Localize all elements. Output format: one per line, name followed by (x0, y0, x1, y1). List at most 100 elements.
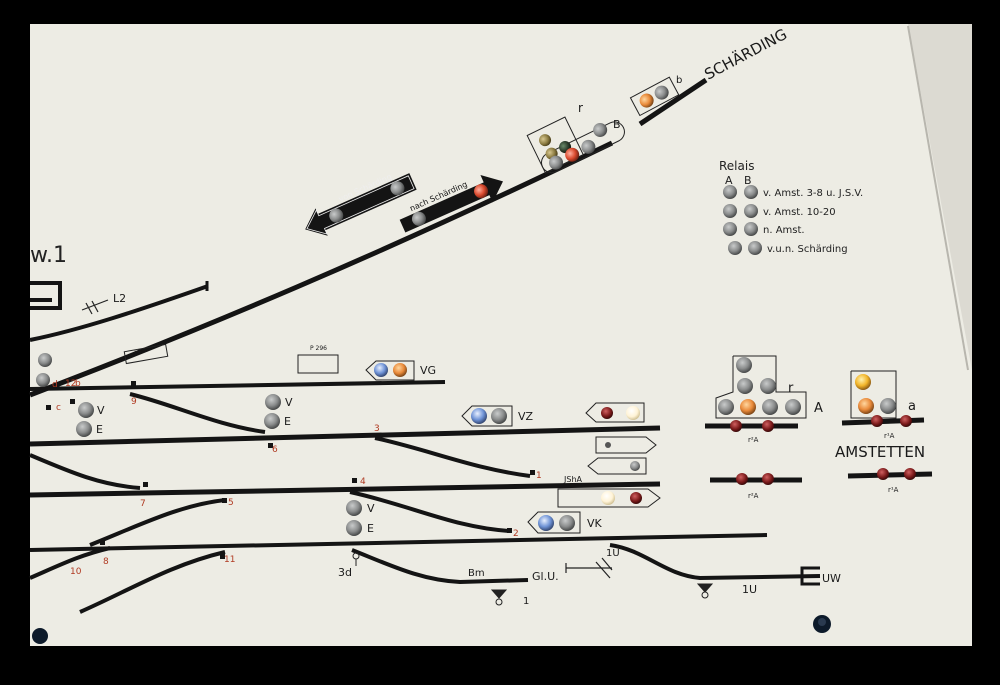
signal-a-lamp-low-3[interactable] (762, 399, 778, 415)
signal-ve-3-v: V (367, 502, 375, 515)
svg-text:9: 9 (131, 397, 137, 407)
signal-b-lamp-1[interactable] (547, 153, 566, 172)
route-plate-3[interactable] (587, 457, 647, 475)
l2-signal-symbol (81, 299, 109, 315)
track-branch-4 (349, 490, 511, 533)
dwarf-signal-symbols (352, 552, 714, 606)
signal-a-lamp-low-4[interactable] (785, 399, 801, 415)
signal-a-small-lamp-orange[interactable] (858, 398, 874, 414)
p296-box (297, 354, 339, 374)
signal-b-small-lamp-orange[interactable] (637, 91, 656, 110)
route-plate-1[interactable] (585, 402, 645, 423)
track-branch-10 (29, 546, 111, 580)
one-u-right-label: 1U (742, 583, 757, 596)
track-row-3 (29, 481, 661, 498)
relais-row-3[interactable]: v.u.n. Schärding (728, 241, 848, 255)
signal-a-small-group (850, 370, 897, 419)
occupancy-lamps[interactable] (730, 415, 916, 485)
track-row-1 (29, 380, 446, 391)
signal-a-lamp-mid-1[interactable] (737, 378, 753, 394)
track-uw-buffer (800, 566, 820, 586)
track-layout (29, 77, 933, 614)
r-a-mid-right-label: r¹A (884, 432, 895, 440)
signal-a-lamp-top[interactable] (736, 357, 752, 373)
track-branch-3 (374, 436, 531, 478)
l2-label: L2 (113, 292, 126, 305)
von-schaerding-lamp-2 (390, 181, 405, 196)
station-west-label: w.1 (30, 243, 67, 268)
r-a-left-label: r²A (748, 492, 759, 500)
left-edge-lamp-2[interactable] (36, 373, 50, 387)
signal-r-label-b: r (578, 101, 583, 115)
signal-ve-2[interactable]: V E (264, 394, 293, 429)
svg-text:d: d (52, 380, 58, 390)
panel-edge-line (907, 25, 969, 371)
signal-vk[interactable]: VK (527, 511, 603, 534)
track-branch-1u (609, 543, 821, 581)
signal-vg[interactable]: VG (365, 360, 436, 381)
three-d-label: 3d (338, 566, 352, 579)
signal-b-small-label: b (676, 75, 682, 86)
glu-label: Gl.U. (532, 570, 559, 583)
r-a-right-label: r¹A (888, 486, 899, 494)
track-markers (46, 381, 535, 559)
signal-vz-label: VZ (518, 410, 534, 423)
relais-col-a: A (725, 174, 733, 187)
signal-a-lamp-low-1[interactable] (718, 399, 734, 415)
svg-text:11: 11 (224, 555, 235, 565)
uw-label: UW (822, 572, 841, 585)
occupancy-labels: r²A r²A r¹A r¹A (748, 432, 899, 500)
signal-b-lamp-red[interactable] (563, 145, 582, 164)
signal-ve-3[interactable]: V E (346, 500, 375, 536)
track-schaerding-main (29, 140, 614, 398)
signal-ve-1-v: V (97, 404, 105, 417)
signal-a-small-label: a (908, 399, 916, 414)
track-left-stub (30, 281, 62, 310)
signal-b-small-lamp-grey[interactable] (652, 83, 671, 102)
svg-text:2: 2 (513, 529, 519, 539)
nach-schaerding-lamp-lit (474, 184, 489, 199)
jsh-small-label: J.S.H. (133, 348, 148, 356)
track-l2 (29, 284, 209, 342)
panel-screw-right-highlight (818, 618, 826, 626)
track-branch-5 (89, 498, 226, 547)
station-amstetten-label: AMSTETTEN (835, 443, 925, 461)
signal-ve-1-e: E (96, 423, 103, 436)
one-u-left-label: 1U (606, 548, 620, 559)
svg-text:6: 6 (272, 445, 278, 455)
relais-row-1[interactable]: v. Amst. 10-20 (723, 204, 836, 218)
switch-numbers: 12 b d c 9 6 3 4 1 5 7 2 8 10 11 (52, 379, 542, 577)
track-amstetten-b-lower (847, 471, 933, 479)
signal-a-lamp-mid-2[interactable] (760, 378, 776, 394)
signal-b-lamp-4[interactable] (591, 121, 610, 140)
von-schaerding-lamp (329, 208, 344, 223)
signal-a-small-lamp-grey[interactable] (880, 398, 896, 414)
arrow-von-schaerding[interactable]: von Schärding (298, 165, 419, 243)
svg-text:4: 4 (360, 477, 366, 487)
track-branch-11 (79, 550, 226, 614)
route-plate-jsha[interactable] (557, 488, 661, 508)
signal-a-small-lamp-yellow[interactable] (855, 374, 871, 390)
relais-row-0[interactable]: v. Amst. 3-8 u. J.S.V. (723, 185, 863, 199)
left-edge-lamp-1[interactable] (38, 353, 52, 367)
route-plate-2[interactable] (595, 436, 657, 454)
signal-ve-2-v: V (285, 396, 293, 409)
r-a-mid-left-label: r²A (748, 436, 759, 444)
nach-schaerding-lamp (411, 211, 426, 226)
svg-text:1: 1 (536, 471, 542, 481)
signal-b-lamp-3[interactable] (579, 137, 598, 156)
signal-a-lamp-orange[interactable] (740, 399, 756, 415)
svg-text:5: 5 (228, 498, 234, 508)
svg-text:3: 3 (374, 424, 380, 434)
signal-a-group (715, 355, 807, 419)
track-branch-bm (351, 548, 529, 585)
signal-ve-1[interactable]: V E (76, 402, 105, 437)
relais-panel: Relais A B v. Amst. 3-8 u. J.S.V. v. Ams… (719, 159, 863, 255)
p296-label: P 296 (310, 345, 327, 352)
relais-row-2[interactable]: n. Amst. (723, 222, 805, 236)
signal-a-label: A (814, 401, 823, 416)
bm-label: Bm (468, 568, 485, 579)
signal-b-label: B (613, 118, 621, 131)
signal-vz[interactable]: VZ (461, 405, 534, 427)
